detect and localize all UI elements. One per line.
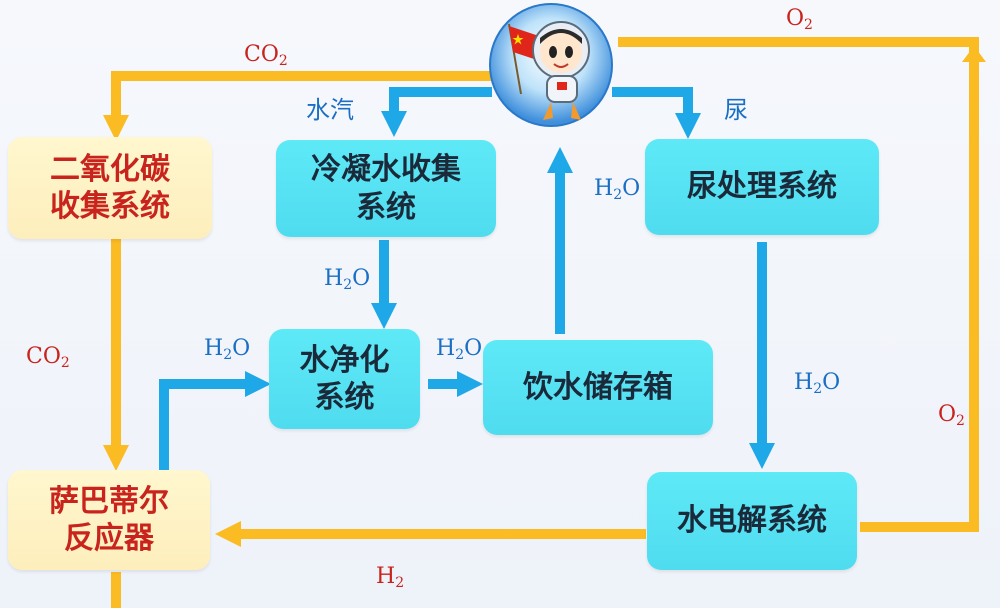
water-purification-node: 水净化系统 <box>269 329 420 429</box>
o2-top-main: O <box>786 6 805 31</box>
h2o-mid-sub: 2 <box>455 347 465 363</box>
drinking-tank-node: 饮水储存箱 <box>483 340 713 435</box>
sabatier-line2: 反应器 <box>64 521 154 556</box>
h2o-down-sub: 2 <box>343 277 353 293</box>
h2-bottom-sub: 2 <box>395 575 405 591</box>
co2-top-label: CO2 <box>244 42 288 69</box>
condensate-line2: 系统 <box>356 189 416 225</box>
co2-top-main: CO <box>244 42 279 67</box>
astronaut-icon <box>487 2 615 128</box>
co2-collection-line1: 二氧化碳 <box>50 151 170 187</box>
h2o-right-tail: O <box>822 370 841 395</box>
urine-processing-line1: 尿处理系统 <box>687 169 837 205</box>
h2-bottom-label: H2 <box>376 564 405 591</box>
co2-left-sub: 2 <box>60 355 70 371</box>
h2o-up-sub: 2 <box>613 187 623 203</box>
h2o-in-tail: O <box>232 336 251 361</box>
urine-label: 尿 <box>724 96 748 124</box>
co2-collection-node: 二氧化碳收集系统 <box>8 137 212 239</box>
condensate-collection-node: 冷凝水收集系统 <box>276 140 496 237</box>
h2o-down-label: H2O <box>324 266 371 293</box>
electrolysis-line1: 水电解系统 <box>677 503 827 539</box>
co2-return-arrow <box>103 71 492 141</box>
o2-right-sub: 2 <box>956 413 965 429</box>
o2-up-arrowhead <box>962 46 986 62</box>
vapor-arrow <box>381 87 492 137</box>
sabatier-reactor-node: 萨巴蒂尔反应器 <box>8 470 210 570</box>
h2o-in-main: H <box>204 336 224 361</box>
h2o-down-tail: O <box>352 266 371 291</box>
urine-arrow <box>612 87 701 139</box>
co2-left-main: CO <box>26 344 61 369</box>
h2o-mid-tail: O <box>464 336 483 361</box>
purification-line1: 水净化 <box>299 342 390 378</box>
h2o-in-sub: 2 <box>223 347 233 363</box>
o2-right-label: O2 <box>938 402 965 429</box>
h2o-mid-label: H2O <box>436 336 483 363</box>
h2o-up-label: H2O <box>594 176 641 203</box>
vapor-label: 水汽 <box>306 96 354 124</box>
sabatier-line1: 萨巴蒂尔 <box>49 483 169 519</box>
china-flag-icon <box>508 23 539 95</box>
o2-top-label: O2 <box>786 6 813 33</box>
drinking-tank-line1: 饮水储存箱 <box>523 369 673 405</box>
o2-right-main: O <box>938 402 957 427</box>
o2-loop-arrow <box>618 37 979 532</box>
h2o-in-label: H2O <box>204 336 251 363</box>
h2-bottom-main: H <box>376 564 396 589</box>
h2o-down-main: H <box>324 266 344 291</box>
co2-collection-line2: 收集系统 <box>50 189 170 224</box>
h2o-up-main: H <box>594 176 614 201</box>
h2o-mid-main: H <box>436 336 456 361</box>
o2-top-sub: 2 <box>804 17 813 33</box>
electrolysis-node: 水电解系统 <box>647 472 857 570</box>
h2o-up-tail: O <box>622 176 641 201</box>
h2o-right-main: H <box>794 370 814 395</box>
h2o-right-sub: 2 <box>813 381 823 397</box>
condensate-line1: 冷凝水收集 <box>311 152 461 187</box>
h2o-right-label: H2O <box>794 370 841 397</box>
sabatier-to-purify-arrow <box>159 371 271 470</box>
urine-processing-node: 尿处理系统 <box>645 139 879 235</box>
co2-top-sub: 2 <box>278 53 288 69</box>
purification-line2: 系统 <box>314 380 375 415</box>
co2-left-label: CO2 <box>26 344 70 371</box>
